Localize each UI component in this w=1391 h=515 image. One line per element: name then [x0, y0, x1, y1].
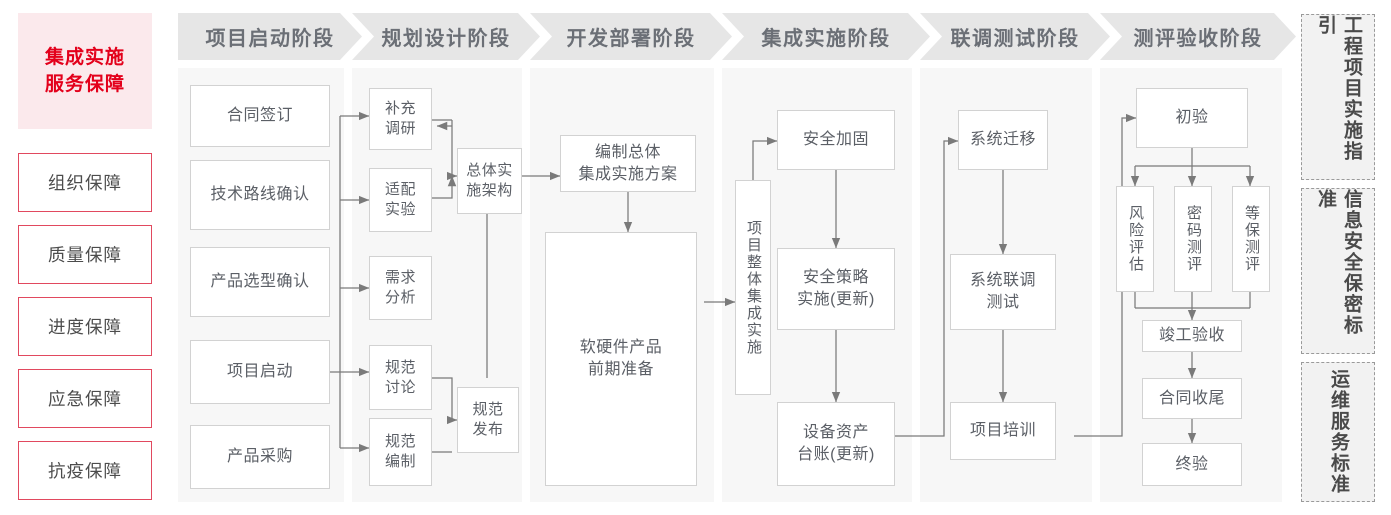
- node-contract-closure[interactable]: 合同收尾: [1142, 378, 1242, 419]
- node-security-hardening[interactable]: 安全加固: [777, 110, 895, 170]
- sidebar-item-organization[interactable]: 组织保障: [18, 153, 152, 212]
- standard-label: 信息安全保密标准: [1315, 189, 1362, 336]
- node-label: 总体实 施架构: [466, 162, 513, 199]
- node-risk-assessment[interactable]: 风险评估: [1116, 186, 1154, 292]
- node-label: 软硬件产品 前期准备: [579, 339, 663, 378]
- node-spec-drafting[interactable]: 规范 编制: [369, 418, 432, 486]
- phase-header-integration[interactable]: 集成实施阶段: [722, 13, 930, 60]
- node-completion-acceptance[interactable]: 竣工验收: [1142, 320, 1242, 352]
- node-project-training[interactable]: 项目培训: [950, 402, 1056, 460]
- sidebar-title: 集成实施 服务保障: [18, 13, 152, 129]
- node-system-migration[interactable]: 系统迁移: [958, 110, 1048, 170]
- node-asset-ledger-update[interactable]: 设备资产 台账(更新): [777, 402, 895, 486]
- phase-header-testing[interactable]: 联调测试阶段: [920, 13, 1110, 60]
- phase-header-planning[interactable]: 规划设计阶段: [352, 13, 540, 60]
- node-preliminary-acceptance[interactable]: 初验: [1136, 88, 1248, 148]
- sidebar-item-schedule[interactable]: 进度保障: [18, 297, 152, 356]
- sidebar: 集成实施 服务保障 组织保障 质量保障 进度保障 应急保障 抗疫保障: [18, 13, 152, 502]
- node-contract-signing[interactable]: 合同签订: [190, 85, 330, 147]
- node-label: 编制总体 集成实施方案: [578, 143, 678, 183]
- node-label: 系统联调 测试: [969, 272, 1036, 311]
- node-adaptation-experiment[interactable]: 适配 实验: [369, 168, 432, 232]
- phase-header-startup[interactable]: 项目启动阶段: [178, 13, 362, 60]
- standard-box-infosec[interactable]: 信息安全保密标准: [1301, 188, 1375, 354]
- sidebar-item-quality[interactable]: 质量保障: [18, 225, 152, 284]
- phase-header-acceptance[interactable]: 测评验收阶段: [1100, 13, 1296, 60]
- node-overall-architecture[interactable]: 总体实 施架构: [457, 148, 522, 214]
- sidebar-title-line1: 集成实施: [44, 47, 125, 68]
- node-product-purchase[interactable]: 产品采购: [190, 425, 330, 489]
- node-requirement-analysis[interactable]: 需求 分析: [369, 256, 432, 320]
- phase-header-development[interactable]: 开发部署阶段: [530, 13, 732, 60]
- node-hw-sw-preparation[interactable]: 软硬件产品 前期准备: [545, 232, 697, 486]
- node-supplementary-research[interactable]: 补充 调研: [369, 88, 432, 150]
- sidebar-item-emergency[interactable]: 应急保障: [18, 369, 152, 428]
- node-crypto-evaluation[interactable]: 密码测评: [1174, 186, 1212, 292]
- standard-box-ops-service[interactable]: 运维服务标准: [1301, 362, 1375, 502]
- standard-box-engineering-guide[interactable]: 工程项目实施指引: [1301, 14, 1375, 180]
- node-spec-discussion[interactable]: 规范 讨论: [369, 345, 432, 410]
- node-label: 规范 编制: [384, 433, 416, 470]
- standard-label: 运维服务标准: [1328, 369, 1349, 495]
- standard-label: 工程项目实施指引: [1315, 15, 1362, 162]
- node-project-kickoff[interactable]: 项目启动: [190, 340, 330, 404]
- node-label: 设备资产 台账(更新): [797, 424, 875, 463]
- node-overall-integration-implementation[interactable]: 项目整体集成实施: [735, 180, 771, 395]
- node-label: 规范 讨论: [384, 358, 416, 396]
- node-spec-release[interactable]: 规范 发布: [457, 387, 519, 453]
- node-security-policy-update[interactable]: 安全策略 实施(更新): [777, 248, 895, 330]
- node-label: 规范 发布: [472, 401, 504, 438]
- node-label: 补充 调研: [384, 100, 416, 137]
- node-product-selection[interactable]: 产品选型确认: [190, 247, 330, 317]
- sidebar-item-epidemic[interactable]: 抗疫保障: [18, 441, 152, 500]
- node-system-joint-test[interactable]: 系统联调 测试: [950, 254, 1056, 330]
- node-label: 安全策略 实施(更新): [797, 269, 875, 308]
- node-label: 需求 分析: [384, 269, 416, 306]
- sidebar-title-line2: 服务保障: [44, 74, 125, 95]
- node-final-acceptance[interactable]: 终验: [1142, 443, 1242, 486]
- node-tech-route-confirm[interactable]: 技术路线确认: [190, 160, 330, 230]
- node-label: 适配 实验: [384, 181, 416, 218]
- node-mlps-evaluation[interactable]: 等保测评: [1232, 186, 1270, 292]
- node-compile-integration-plan[interactable]: 编制总体 集成实施方案: [560, 135, 696, 192]
